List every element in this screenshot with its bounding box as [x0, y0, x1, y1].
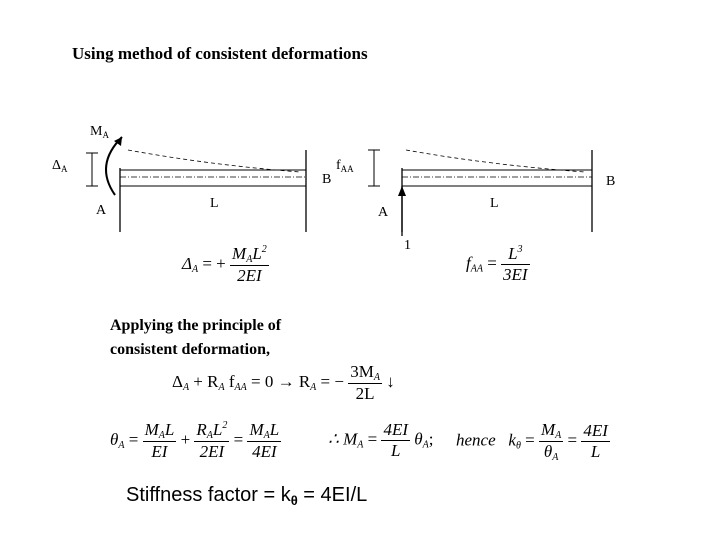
right-beam-figure	[368, 149, 593, 236]
principle-text: Applying the principle of consistent def…	[110, 317, 282, 358]
left-support-a-label: A	[96, 203, 107, 218]
left-moment-arrowhead	[114, 137, 122, 146]
right-support-a-label: A	[378, 205, 389, 220]
left-beam-figure	[86, 136, 307, 232]
left-deflected-shape	[127, 149, 301, 173]
left-span-label: L	[210, 196, 219, 211]
unit-load-label: 1	[404, 238, 411, 253]
right-deflected-shape	[405, 149, 586, 173]
delta-a-label: ΔA	[52, 158, 68, 174]
moment-label: MA	[90, 124, 109, 140]
stiffness-factor: Stiffness factor = kθ = 4EI/L	[126, 484, 368, 508]
right-support-b-label: B	[606, 174, 616, 189]
beam-diagrams	[86, 136, 593, 236]
right-span-label: L	[490, 196, 499, 211]
faa-label: fAA	[336, 158, 354, 174]
page-title: Using method of consistent deformations	[72, 44, 368, 63]
left-support-b-label: B	[322, 172, 332, 187]
